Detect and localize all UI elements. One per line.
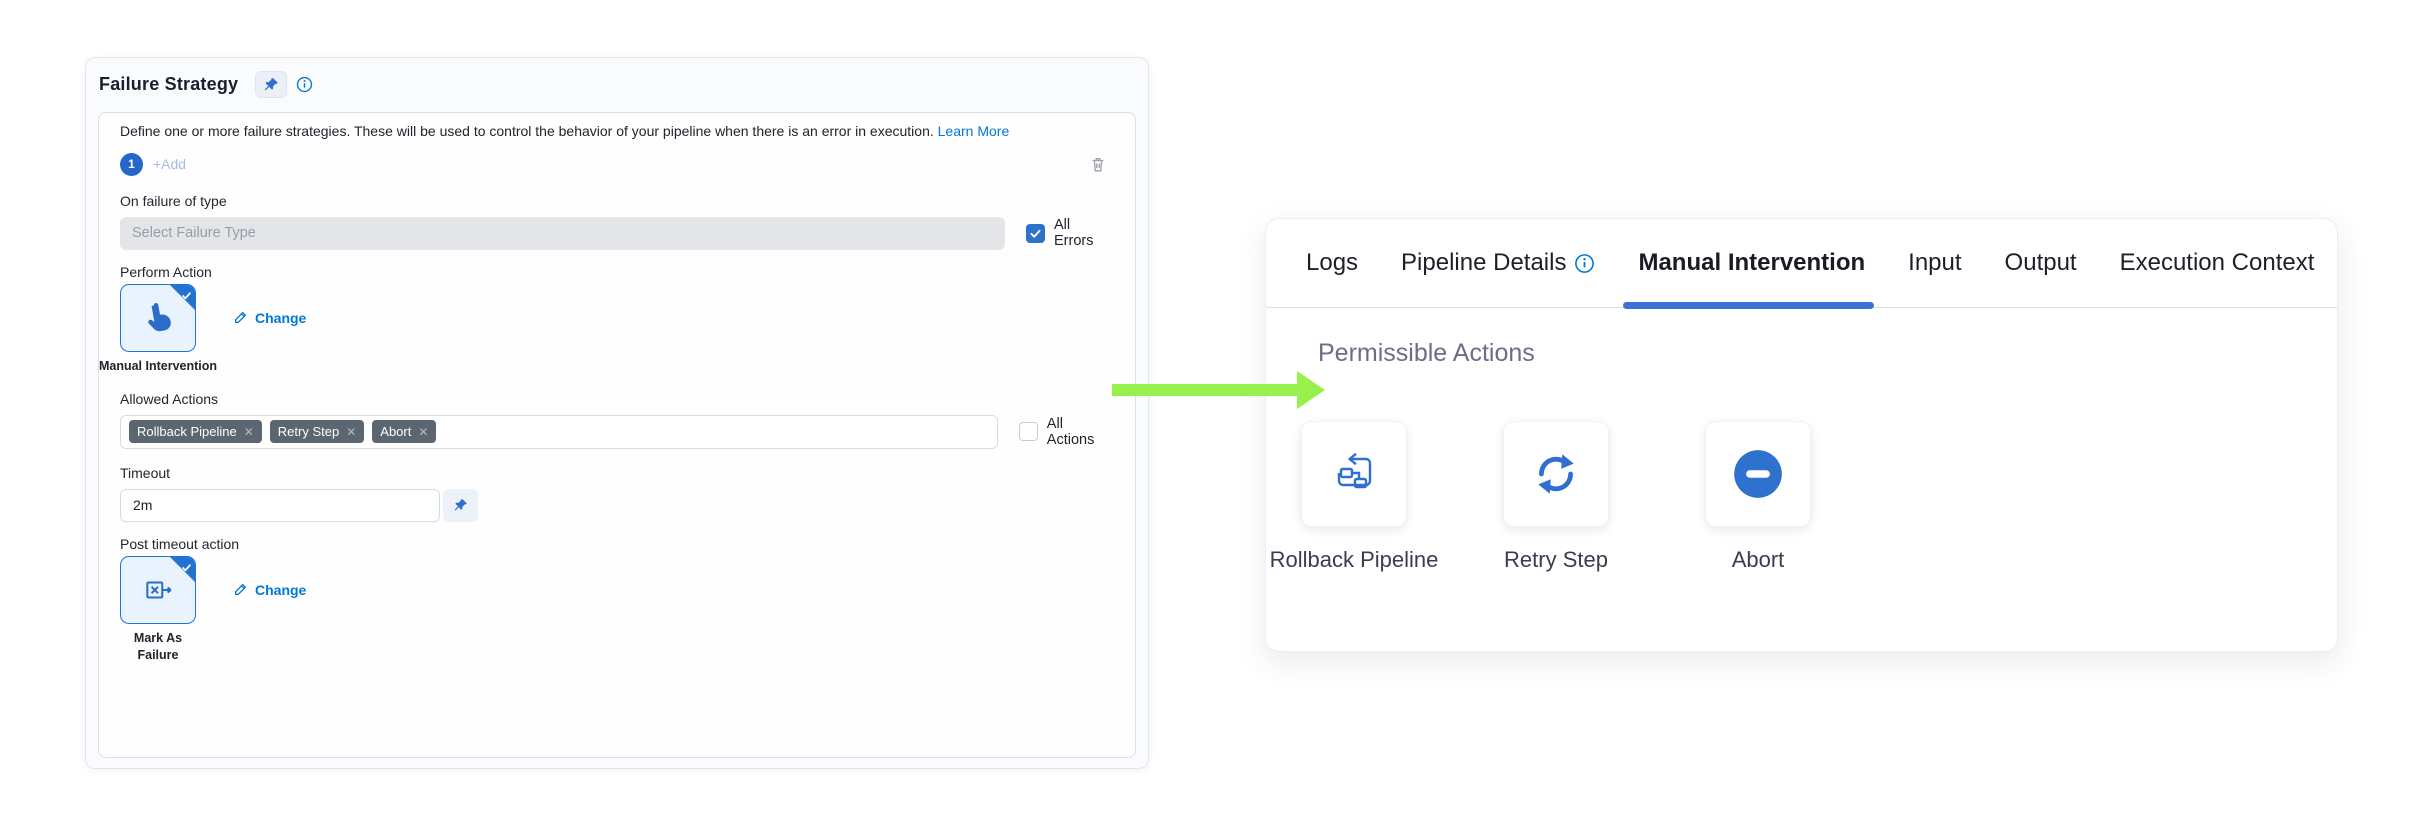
action-label: Retry Step [1504, 547, 1608, 572]
retry-step-icon [1531, 449, 1581, 499]
rollback-pipeline-icon [1330, 450, 1378, 498]
detail-tabs: Logs Pipeline Details Manual Interventio… [1266, 219, 2337, 309]
abort-icon [1732, 448, 1784, 500]
tab-input[interactable]: Input [1908, 249, 1962, 276]
on-failure-type-label: On failure of type [120, 192, 227, 209]
all-errors-label: All Errors [1053, 217, 1094, 250]
change-post-timeout-link[interactable]: Change [233, 582, 306, 598]
tag-rollback-pipeline: Rollback Pipeline ✕ [129, 420, 262, 444]
pushpin-icon [263, 77, 279, 93]
learn-more-link[interactable]: Learn More [937, 123, 1010, 139]
execution-detail-panel: Logs Pipeline Details Manual Interventio… [1265, 218, 2338, 652]
strategy-tabs-row: 1 +Add [120, 152, 1113, 176]
permissible-actions-row: Rollback Pipeline Retry Step [1270, 421, 2337, 575]
tab-execution-context[interactable]: Execution Context [2119, 249, 2315, 276]
tag-abort: Abort ✕ [372, 420, 437, 444]
tag-retry-step: Retry Step ✕ [269, 420, 365, 444]
description-text: Define one or more failure strategies. T… [120, 123, 934, 139]
mark-as-failure-card[interactable] [120, 555, 196, 624]
rollback-pipeline-button[interactable] [1301, 421, 1407, 527]
allowed-actions-input[interactable]: Rollback Pipeline ✕ Retry Step ✕ Abort ✕ [120, 414, 998, 449]
retry-step-button[interactable] [1503, 421, 1609, 527]
selected-corner [169, 284, 195, 311]
selected-check-icon [181, 288, 192, 306]
post-timeout-action-value: Mark As Failure [133, 630, 183, 662]
post-timeout-action-label: Post timeout action [120, 535, 240, 552]
change-label: Change [255, 309, 307, 326]
mark-as-failure-icon [142, 574, 174, 606]
manual-intervention-content: Permissible Actions Rollback Pipeline [1266, 339, 2337, 575]
all-actions-checkbox[interactable] [1018, 422, 1038, 442]
remove-tag-icon[interactable]: ✕ [346, 424, 357, 439]
permissible-actions-title: Permissible Actions [1318, 339, 1535, 367]
tab-pipeline-details[interactable]: Pipeline Details [1401, 219, 1595, 307]
selected-corner [169, 556, 195, 583]
remove-tag-icon[interactable]: ✕ [243, 424, 254, 439]
info-icon[interactable] [296, 76, 313, 93]
timeout-label: Timeout [120, 464, 171, 481]
change-perform-action-link[interactable]: Change [233, 310, 306, 326]
action-label: Abort [1731, 547, 1785, 572]
manual-intervention-card[interactable] [120, 283, 196, 352]
abort-button[interactable] [1705, 421, 1811, 527]
tag-label: Abort [380, 424, 412, 440]
failure-type-select [120, 216, 1006, 250]
action-label: Rollback Pipeline [1269, 547, 1439, 572]
panel-title: Failure Strategy [99, 74, 239, 94]
all-errors-checkbox-group[interactable]: All Errors [1026, 217, 1113, 249]
pointer-arrow-line [1112, 384, 1298, 396]
remove-tag-icon[interactable]: ✕ [418, 424, 429, 439]
tab-manual-intervention[interactable]: Manual Intervention [1623, 219, 1874, 309]
all-errors-checkbox[interactable] [1026, 223, 1045, 243]
delete-strategy-button[interactable] [1089, 155, 1107, 175]
strategy-index-badge[interactable]: 1 [120, 152, 143, 176]
tab-label: Pipeline Details [1401, 249, 1567, 276]
change-label: Change [255, 581, 307, 598]
tab-logs[interactable]: Logs [1306, 249, 1359, 276]
pin-button[interactable] [255, 71, 288, 98]
selected-check-icon [181, 560, 192, 578]
info-icon[interactable] [1574, 253, 1595, 274]
pencil-icon [233, 310, 248, 325]
failure-strategy-header: Failure Strategy [86, 58, 1148, 98]
action-item-abort: Abort [1705, 421, 1811, 575]
failure-strategy-panel: Failure Strategy Define one or more fail… [85, 57, 1149, 769]
tab-output[interactable]: Output [2004, 249, 2077, 276]
tag-label: Rollback Pipeline [137, 424, 237, 440]
add-strategy-button[interactable]: +Add [153, 156, 187, 173]
failure-strategy-form: Define one or more failure strategies. T… [98, 112, 1136, 758]
perform-action-label: Perform Action [120, 263, 212, 280]
timeout-pin-button[interactable] [443, 488, 478, 522]
hand-pointer-icon [141, 301, 175, 335]
timeout-input[interactable] [120, 488, 440, 522]
action-item-retry: Retry Step [1503, 421, 1609, 575]
action-item-rollback: Rollback Pipeline [1270, 421, 1438, 575]
allowed-actions-label: Allowed Actions [120, 390, 219, 407]
pointer-arrow-head [1297, 371, 1325, 409]
all-actions-label: All Actions [1046, 415, 1095, 448]
pencil-icon [233, 582, 248, 597]
tag-label: Retry Step [277, 424, 340, 440]
perform-action-value: Manual Intervention [98, 358, 218, 373]
strategy-description: Define one or more failure strategies. T… [120, 122, 1113, 141]
all-actions-checkbox-group[interactable]: All Actions [1018, 415, 1113, 448]
